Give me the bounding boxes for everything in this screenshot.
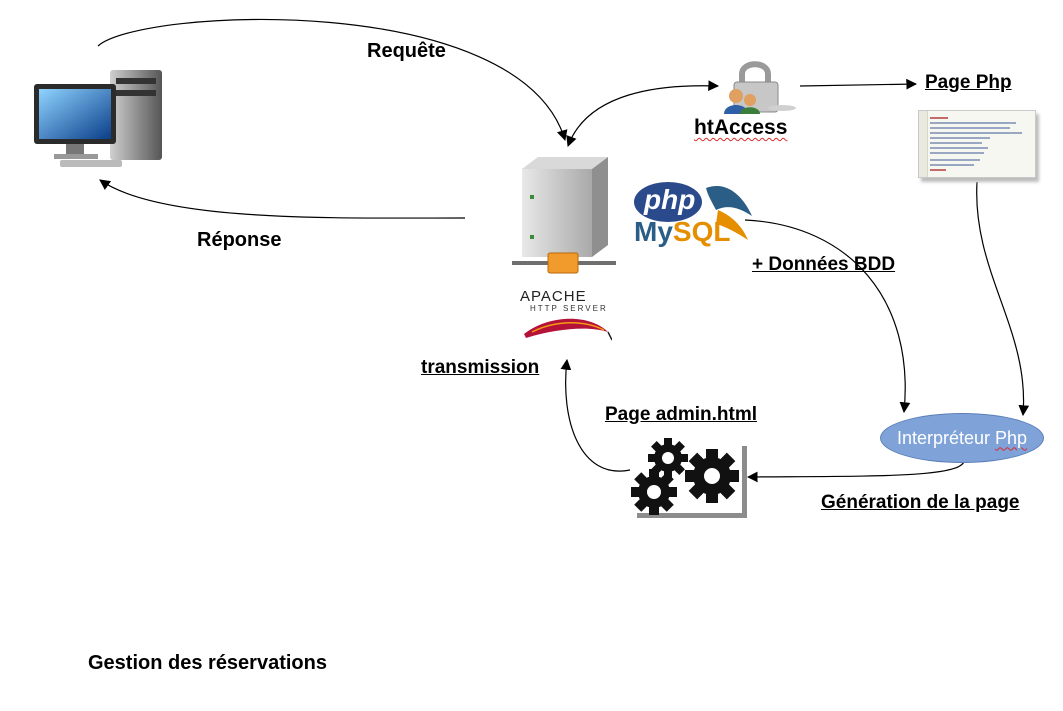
- arrow-server-htaccess: [566, 80, 720, 148]
- label-page-admin: Page admin.html: [605, 404, 758, 425]
- code-gutter: [919, 111, 928, 177]
- label-reponse: Réponse: [197, 229, 282, 251]
- code-page-icon: [918, 110, 1036, 178]
- code-line: [930, 137, 990, 139]
- label-htaccess: htAccess: [694, 116, 788, 139]
- code-line: [930, 122, 1016, 124]
- gears-frame: [637, 446, 747, 518]
- apache-logo: APACHE HTTP SERVER: [518, 288, 614, 346]
- code-line: [930, 127, 1010, 129]
- arrow-mysql-interpreteur: [744, 219, 911, 414]
- apache-subtitle: HTTP SERVER: [530, 304, 608, 313]
- apache-feather-icon: [524, 318, 612, 341]
- mysql-sql: SQL: [672, 216, 731, 247]
- php-wordmark: php: [644, 184, 696, 215]
- code-line: [930, 152, 984, 154]
- interpreteur-php-label: Interpréteur Php: [897, 428, 1027, 449]
- padlock-users-icon: [724, 61, 796, 114]
- interpreteur-suffix: Php: [995, 427, 1028, 448]
- arrow-pagephp-interpreteur: [976, 181, 1030, 417]
- dolphin-icon: [634, 182, 752, 240]
- caption: Gestion des réservations: [88, 652, 327, 674]
- apache-title: APACHE: [520, 288, 587, 305]
- code-line: [930, 132, 1022, 134]
- label-generation: Génération de la page: [821, 492, 1020, 513]
- arrow-reponse: [99, 179, 466, 219]
- label-transmission: transmission: [421, 357, 540, 378]
- code-line: [930, 142, 982, 144]
- label-page-php: Page Php: [925, 72, 1012, 93]
- code-line: [930, 169, 946, 171]
- php-mysql-logo: php MySQL: [632, 180, 754, 250]
- code-line: [930, 117, 948, 119]
- code-line: [930, 147, 988, 149]
- code-line: [930, 164, 974, 166]
- interpreteur-php-node: Interpréteur Php: [880, 413, 1044, 463]
- mysql-wordmark: MySQL: [634, 218, 730, 246]
- label-requete: Requête: [367, 40, 446, 62]
- mysql-my: My: [634, 216, 673, 247]
- arrow-transmission: [560, 358, 631, 472]
- arrow-htaccess-pagephp: [799, 78, 918, 90]
- code-line: [930, 159, 980, 161]
- server-icon: [512, 157, 616, 274]
- arrow-generation: [746, 457, 965, 483]
- label-donnees-bdd: + Données BDD: [752, 254, 896, 275]
- desktop-computer-icon: [34, 70, 162, 167]
- interpreteur-prefix: Interpréteur: [896, 427, 996, 448]
- gears-icon: [631, 438, 739, 515]
- arrow-requete: [97, 18, 568, 142]
